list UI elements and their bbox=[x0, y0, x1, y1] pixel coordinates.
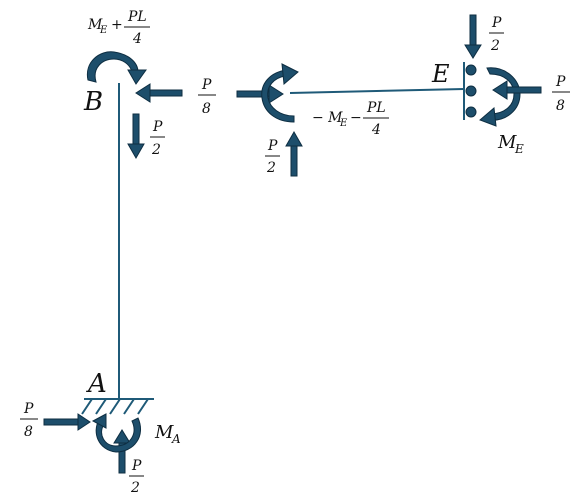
fraction-p-8-a: P 8 bbox=[20, 401, 38, 440]
svg-text:2: 2 bbox=[490, 38, 500, 54]
moment-a-icon bbox=[91, 413, 141, 453]
label-a: A bbox=[86, 369, 107, 399]
svg-text:M: M bbox=[154, 422, 174, 443]
moment-beam-left-icon bbox=[261, 63, 299, 123]
svg-text:−: − bbox=[350, 110, 362, 126]
fraction-p-8-b: P 8 bbox=[198, 77, 216, 117]
fraction-p-2-a: P 2 bbox=[129, 458, 144, 496]
roller-supports-e bbox=[465, 64, 477, 118]
expression-me-plus-pl4: M E + PL 4 bbox=[87, 9, 150, 47]
svg-text:4: 4 bbox=[132, 31, 142, 47]
label-m-a: M A bbox=[154, 422, 181, 446]
svg-text:P: P bbox=[201, 77, 212, 93]
svg-text:+: + bbox=[111, 17, 123, 33]
label-b: B bbox=[83, 87, 103, 117]
svg-text:P: P bbox=[491, 15, 502, 31]
arrow-down-b-icon bbox=[127, 113, 145, 160]
arrow-left-b-icon bbox=[135, 83, 183, 103]
svg-text:E: E bbox=[514, 142, 524, 156]
svg-text:8: 8 bbox=[202, 101, 211, 117]
svg-text:P: P bbox=[267, 138, 278, 154]
arrow-left-e-icon bbox=[492, 80, 542, 100]
fraction-p-2-e: P 2 bbox=[489, 15, 504, 54]
arrow-down-e-icon bbox=[464, 14, 482, 59]
svg-text:PL: PL bbox=[127, 9, 147, 25]
arrow-up-beam-icon bbox=[285, 130, 303, 177]
moment-e-icon bbox=[479, 67, 521, 127]
svg-text:E: E bbox=[339, 118, 348, 129]
arrow-up-a-icon bbox=[113, 429, 131, 474]
svg-text:− M: − M bbox=[312, 110, 343, 126]
fraction-p-2-b: P 2 bbox=[150, 119, 165, 158]
svg-text:4: 4 bbox=[371, 122, 381, 138]
label-m-e: M E bbox=[497, 132, 524, 156]
fraction-p-2-beam: P 2 bbox=[265, 138, 280, 176]
svg-text:P: P bbox=[23, 401, 34, 417]
svg-text:8: 8 bbox=[556, 98, 565, 114]
svg-text:2: 2 bbox=[151, 142, 161, 158]
svg-text:M: M bbox=[497, 132, 517, 153]
arrow-right-beam-icon bbox=[236, 84, 284, 104]
svg-text:P: P bbox=[152, 119, 163, 135]
arrow-right-a-icon bbox=[43, 413, 91, 431]
svg-text:P: P bbox=[131, 458, 142, 474]
expression-minus-me-minus-pl4: − M E − PL 4 bbox=[312, 100, 389, 138]
fraction-p-8-e: P 8 bbox=[552, 74, 570, 114]
svg-text:2: 2 bbox=[266, 160, 276, 176]
beam-ce bbox=[289, 88, 465, 94]
svg-text:E: E bbox=[99, 25, 108, 36]
svg-text:M: M bbox=[87, 17, 103, 33]
fixed-support-a bbox=[81, 398, 154, 415]
moment-b-icon bbox=[86, 51, 147, 85]
svg-text:2: 2 bbox=[130, 480, 140, 496]
svg-text:A: A bbox=[171, 432, 181, 446]
svg-text:PL: PL bbox=[366, 100, 386, 116]
svg-text:8: 8 bbox=[24, 424, 33, 440]
label-e: E bbox=[431, 60, 450, 88]
svg-text:P: P bbox=[555, 74, 566, 90]
